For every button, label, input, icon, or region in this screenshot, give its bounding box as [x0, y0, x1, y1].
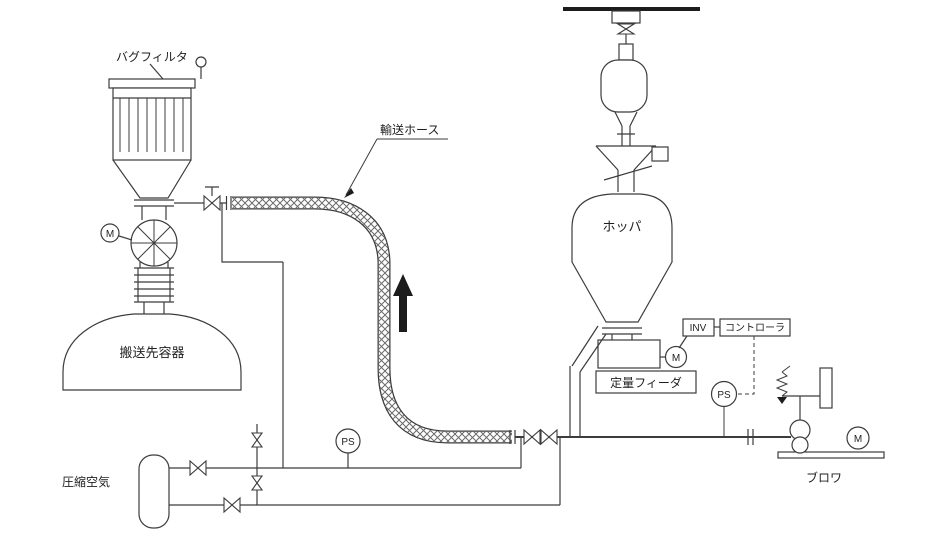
motor-symbol — [846, 426, 870, 450]
relief-valve-icon — [775, 365, 791, 397]
pressure-switch-label: PS — [717, 390, 731, 401]
pressure-switch-label: PS — [341, 437, 355, 448]
pressure-switch-air: PS — [335, 428, 361, 468]
blower: ブロワ — [775, 365, 885, 485]
pressure-switch-symbol — [335, 428, 361, 454]
feeder: 定量フィーダ — [569, 325, 697, 437]
leader-arrowhead-icon — [344, 188, 354, 198]
air-line-a — [169, 437, 522, 477]
discharge-valve — [174, 186, 232, 212]
up-arrow-icon — [393, 274, 413, 332]
rotary-valve — [130, 219, 178, 267]
flexible-connector — [134, 262, 174, 314]
motor-symbol — [100, 223, 120, 243]
bag-filter-label: バグフィルタ — [116, 50, 188, 64]
inverter-label: INV — [690, 323, 707, 334]
transport-hose-text: 輸送ホース — [380, 122, 439, 137]
inverter-box: INV — [682, 318, 715, 337]
hanging-container — [563, 7, 700, 146]
controller-box: コントローラ — [719, 318, 791, 337]
air-tank: 圧縮空気 — [62, 454, 170, 529]
silencer — [819, 367, 833, 409]
gauge-icon — [195, 56, 207, 68]
air-line-b — [169, 437, 561, 514]
motor-label: M — [854, 434, 862, 445]
motor-label: M — [672, 353, 680, 364]
pressure-switch-feeder: PS — [710, 380, 738, 408]
controller-label: コントローラ — [725, 322, 785, 334]
control-wiring — [678, 326, 755, 437]
inlet-funnel — [595, 145, 669, 192]
relief-valve-icon — [777, 397, 787, 404]
blower-motor: M — [846, 426, 870, 450]
blower-label: ブロワ — [806, 470, 842, 485]
motor-symbol — [664, 345, 688, 369]
bag-filter-motor: M — [100, 223, 133, 243]
destination-container-label: 搬送先容器 — [119, 345, 184, 360]
gate-actuator — [651, 146, 669, 162]
transport-hose — [232, 196, 516, 444]
purge-line — [221, 203, 284, 505]
flow-arrow — [393, 274, 413, 332]
transport-hose-label: 輸送ホース — [344, 122, 448, 198]
hopper: ホッパ — [571, 193, 673, 335]
destination-container: 搬送先容器 — [62, 313, 242, 391]
motor-label: M — [106, 229, 114, 240]
main-conveying-line — [515, 428, 791, 446]
pressure-switch-symbol — [710, 380, 738, 408]
feeder-label: 定量フィーダ — [610, 375, 682, 390]
compressed-air-label: 圧縮空気 — [62, 474, 110, 489]
bag-filter: バグフィルタ — [108, 50, 207, 220]
feeder-motor: M — [660, 345, 688, 369]
hopper-label: ホッパ — [602, 219, 641, 234]
